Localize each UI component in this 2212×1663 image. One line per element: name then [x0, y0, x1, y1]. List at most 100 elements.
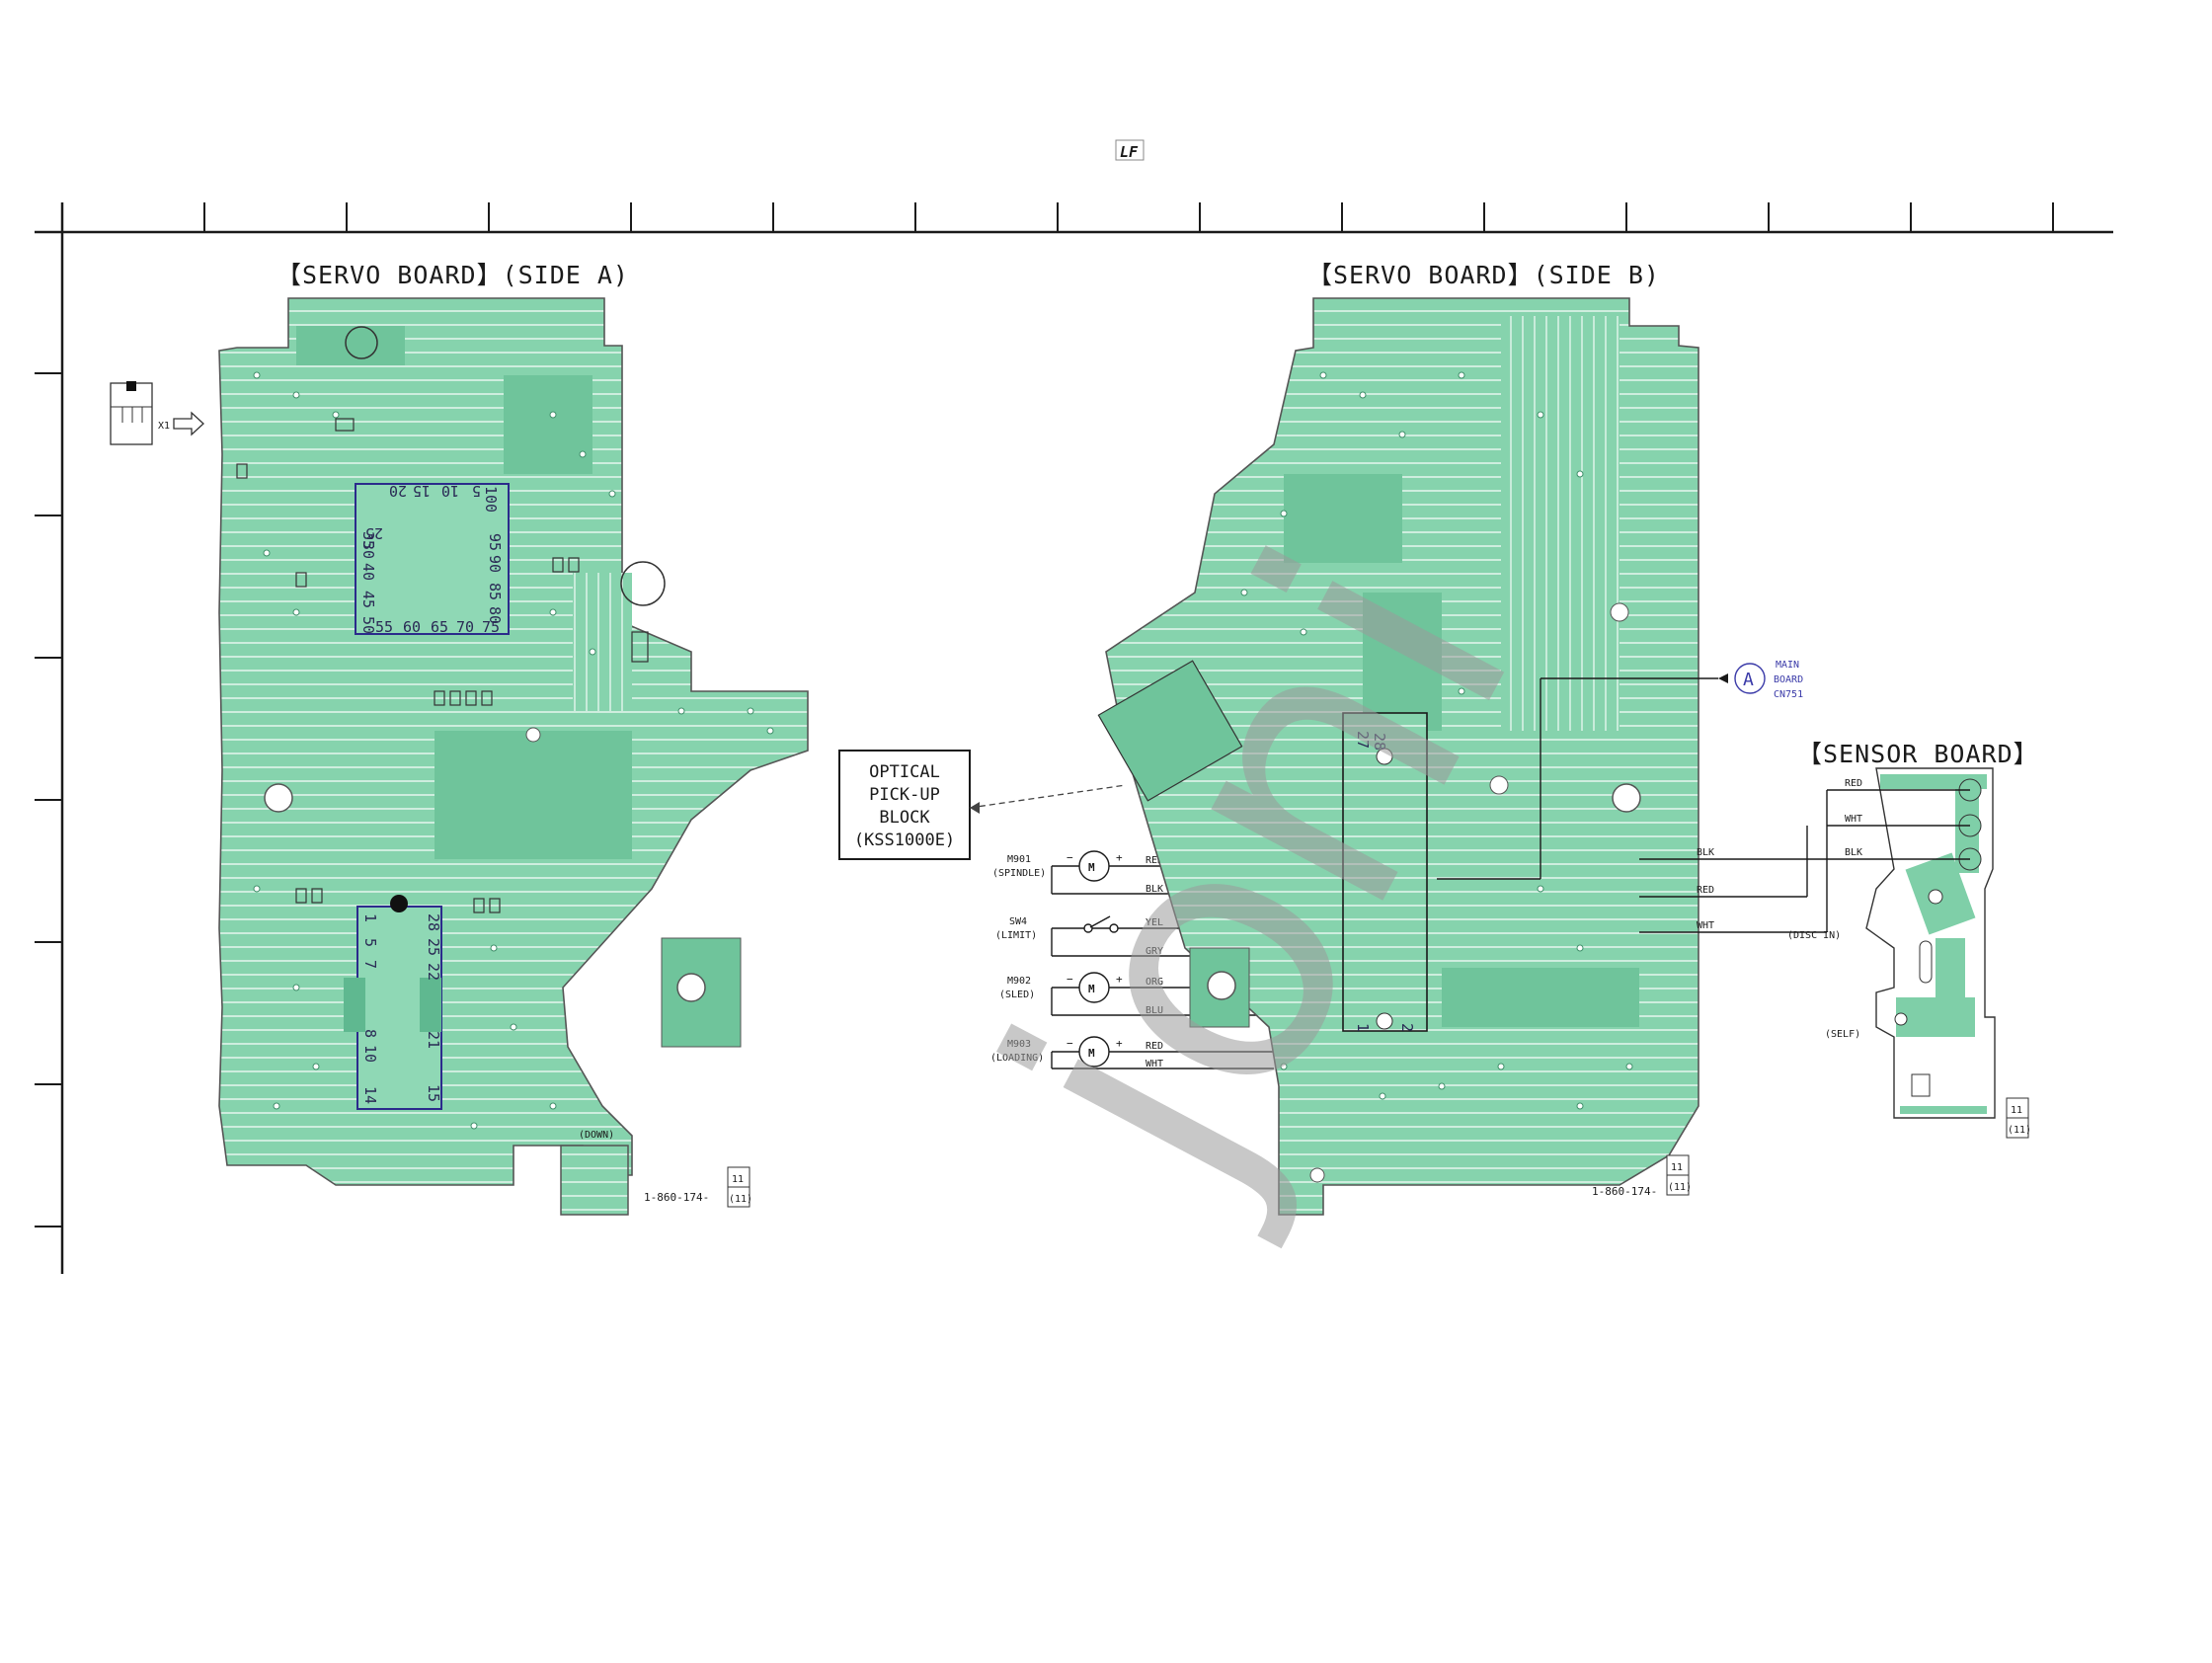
ic-pin-label: 60 — [403, 618, 421, 636]
ic-pin-label: 2 — [1398, 1023, 1416, 1032]
ic-pin-label: 14 — [361, 1086, 379, 1104]
optical-pickup-block: OPTICAL PICK-UP BLOCK (KSS1000E) — [838, 750, 1127, 860]
ic-pin-label: 25 — [425, 938, 442, 956]
ic-pin-label: 21 — [425, 1031, 442, 1049]
down-switch-label: (DOWN) — [579, 1130, 614, 1141]
drawing-frame — [35, 202, 2113, 1274]
optical-line: OPTICAL — [869, 762, 940, 782]
connector-a-icon: A — [1743, 670, 1754, 690]
sensor-labels: RED WHT BLK BLK RED WHT (DISC IN) (SELF) — [1697, 778, 1862, 1040]
side-b-title: 【SERVO BOARD】(SIDE B) — [1307, 261, 1660, 289]
motor-name: (SLED) — [999, 990, 1035, 1000]
motor-minus: − — [1066, 851, 1073, 864]
ic-pin-label: 50 — [359, 616, 377, 634]
crystal-x1: X1 — [110, 381, 204, 445]
motor-minus: − — [1066, 973, 1073, 986]
wire-label: YEL — [1146, 917, 1163, 928]
ic-pin-label: 15 — [425, 1084, 442, 1102]
ic-pin-label: 15 — [413, 482, 431, 500]
wire-label: ORG — [1146, 977, 1163, 988]
side-a-title: 【SERVO BOARD】(SIDE A) — [276, 261, 629, 289]
ref-top: 11 — [732, 1174, 744, 1185]
motor-name: (SPINDLE) — [992, 868, 1046, 879]
connector-line: BOARD — [1774, 674, 1803, 685]
arrow-right-icon — [173, 411, 204, 436]
side-a-part-number: 1-860-174- — [644, 1191, 709, 1204]
ic-pin-label: 8 — [361, 1029, 379, 1038]
ic-pin-label: 45 — [359, 591, 377, 608]
ic-pin-label: 40 — [359, 563, 377, 581]
ic-pin-label: 75 — [482, 618, 500, 636]
ic-pin-label: 5 — [472, 482, 481, 500]
ic-pin-label: 27 — [1354, 731, 1372, 749]
ic-pin-label: 100 — [482, 486, 500, 513]
ref-bottom: (11) — [729, 1194, 752, 1205]
motor-labels: M M M M901 (SPINDLE) − + RED BLK SW4 (LI… — [990, 851, 1163, 1069]
wire-label: WHT — [1146, 1059, 1163, 1069]
motor-name: (LOADING) — [990, 1053, 1044, 1064]
ic-pin-label: 85 — [486, 583, 504, 600]
optical-line: (KSS1000E) — [854, 831, 955, 850]
ic-pin-label: 22 — [425, 963, 442, 981]
motor-plus: + — [1116, 851, 1123, 864]
main-board-connector: A MAIN BOARD CN751 — [1437, 660, 1803, 880]
optical-line: BLOCK — [879, 808, 930, 828]
sensor-board-title: 【SENSOR BOARD】 — [1797, 740, 2039, 768]
connector-line: MAIN — [1776, 660, 1799, 671]
motor-id: M902 — [1007, 976, 1031, 987]
ref-top: 11 — [2011, 1105, 2022, 1116]
side-b-ref-box: 11 (11) — [1666, 1154, 1692, 1196]
ic-pin-label: 1 — [361, 913, 379, 922]
ic-pin-label: 10 — [441, 482, 459, 500]
sensor-wiring — [1639, 789, 1970, 933]
sensor-board — [1865, 767, 1996, 1119]
ic-pin-label: 28 — [1371, 733, 1388, 751]
ref-top: 11 — [1671, 1162, 1683, 1173]
wire-label: GRY — [1146, 946, 1163, 957]
side-a-ic2-labels: 1 5 7 8 10 14 15 21 22 25 28 — [361, 913, 442, 1104]
motor-id: M903 — [1007, 1039, 1031, 1050]
ic-pin-label: 20 — [389, 482, 407, 500]
side-b-part-number: 1-860-174- — [1592, 1185, 1657, 1198]
side-a-board — [218, 297, 809, 1216]
wire-label: RED — [1697, 885, 1714, 896]
motor-minus: − — [1066, 1037, 1073, 1050]
ic-pin-label: 28 — [425, 913, 442, 931]
motor-plus: + — [1116, 973, 1123, 986]
switch-id: SW4 — [1009, 916, 1027, 927]
motor-symbol: M — [1088, 861, 1095, 874]
ic-pin-label: 25 — [365, 524, 383, 542]
wire-label: BLK — [1697, 847, 1714, 858]
connector-line: CN751 — [1774, 689, 1803, 700]
wire-label: WHT — [1845, 814, 1862, 825]
wire-label: BLK — [1845, 847, 1862, 858]
wire-label: BLU — [1146, 1005, 1163, 1016]
side-a-ref-box: 11 (11) — [727, 1166, 752, 1208]
side-a-ic-labels: 30 25 20 15 10 5 100 35 40 45 50 55 60 6… — [359, 482, 504, 636]
side-b-ic-labels: 28 27 1 2 — [1354, 731, 1416, 1032]
switch-name: (LIMIT) — [995, 930, 1037, 941]
wire-label: BLK — [1146, 884, 1163, 895]
logo-mark: LF — [1115, 139, 1145, 161]
side-b-board — [1097, 297, 1699, 1216]
motor-id: M901 — [1007, 854, 1031, 865]
ic-pin-label: 65 — [431, 618, 448, 636]
ic-pin-label: 80 — [486, 606, 504, 624]
wire-label: RED — [1845, 778, 1862, 789]
sensor-ref-box: 11 (11) — [2006, 1097, 2031, 1139]
ic-pin-label: 70 — [456, 618, 474, 636]
ic-pin-label: 1 — [1354, 1023, 1372, 1032]
ref-bottom: (11) — [1668, 1182, 1692, 1193]
ic-pin-label: 55 — [375, 618, 393, 636]
wire-label: RED — [1146, 855, 1163, 866]
motor-plus: + — [1116, 1037, 1123, 1050]
wire-label: WHT — [1697, 920, 1714, 931]
ic-pin-label: 30 — [359, 541, 377, 559]
ic-pin-label: 7 — [361, 960, 379, 969]
self-switch-label: (SELF) — [1825, 1029, 1860, 1040]
ic-pin-label: 10 — [361, 1045, 379, 1063]
disc-in-switch-label: (DISC IN) — [1787, 930, 1841, 941]
ic-pin-label: 95 — [486, 533, 504, 551]
logo-text: LF — [1120, 143, 1139, 161]
x1-label: X1 — [158, 421, 170, 432]
